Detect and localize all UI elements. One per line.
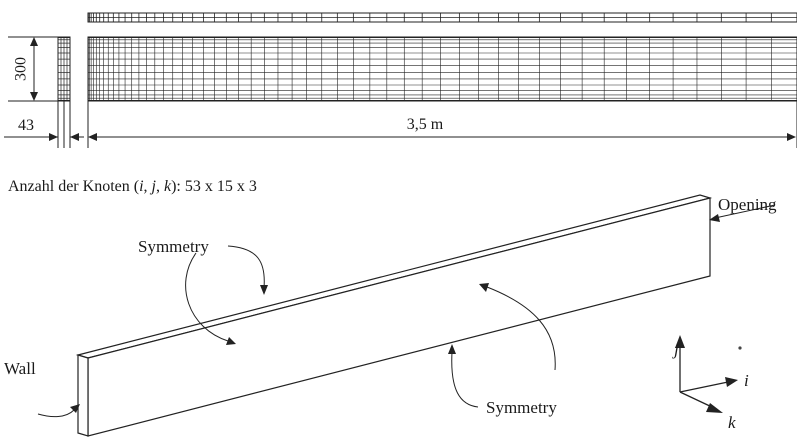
axis-k-arrowhead (706, 403, 723, 413)
dim-height (8, 36, 58, 102)
mesh-side-block (57, 36, 71, 102)
label-symmetry-bottom: Symmetry (486, 398, 557, 417)
slab-end-face (77, 354, 89, 437)
mesh-main-block (87, 36, 797, 102)
axis-k-line (679, 391, 715, 409)
slab-3d (75, 194, 713, 437)
axis-j-label: j (672, 340, 679, 359)
artifact-dot (738, 346, 742, 350)
dim-length-label: 3,5 m (407, 116, 444, 133)
label-symmetry-top: Symmetry (138, 237, 209, 256)
axis-i-label: i (744, 371, 749, 390)
dim-width (4, 101, 797, 148)
label-opening: Opening (718, 195, 777, 214)
dim-height-label: 300 (13, 57, 30, 81)
mesh-thin-strip (87, 12, 797, 23)
axis-k-label: k (728, 413, 736, 432)
dim-width-small-label: 43 (18, 117, 34, 134)
axis-i-arrowhead (725, 377, 738, 387)
slab-front-face (87, 197, 711, 437)
axis-i-line (679, 381, 729, 393)
node-count-text: Anzahl der Knoten (i, j, k): 53 x 15 x 3 (8, 178, 257, 195)
label-wall: Wall (4, 359, 36, 378)
leader-arrows (37, 204, 776, 418)
mesh-top-view: 300 43 3,5 m (4, 12, 797, 148)
axis-j-arrowhead (675, 335, 685, 348)
axes-triad (675, 335, 738, 413)
